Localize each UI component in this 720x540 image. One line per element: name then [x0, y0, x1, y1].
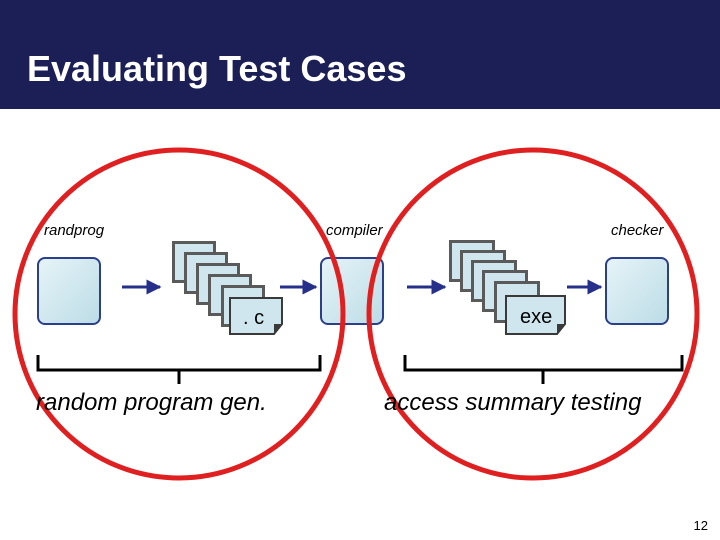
left-group-label: random program gen.: [36, 389, 267, 416]
right-group-brace: [403, 355, 684, 384]
checker-box: [605, 257, 669, 325]
c-file-stack: [172, 241, 283, 335]
page-number: 12: [693, 518, 708, 533]
randprog-box: [37, 257, 101, 325]
randprog-label: randprog: [44, 222, 105, 239]
slide-title: Evaluating Test Cases: [27, 48, 407, 89]
right-red-circle: [366, 147, 700, 481]
right-group-label: access summary testing: [384, 389, 642, 416]
left-group-brace: [36, 355, 322, 384]
title-bar: Evaluating Test Cases: [0, 0, 720, 109]
left-red-circle: [12, 147, 346, 481]
compiler-label: compiler: [326, 222, 383, 239]
checker-label: checker: [611, 222, 664, 239]
c-file-label: . c: [243, 307, 265, 329]
exe-file-label: exe: [520, 306, 553, 328]
exe-file-stack: [449, 240, 566, 335]
